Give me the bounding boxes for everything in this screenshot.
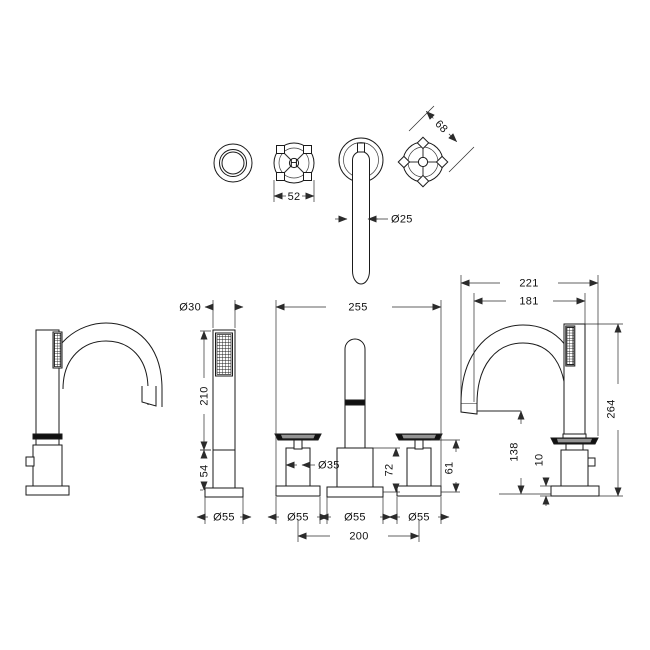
dimension-d35: Ø35: [285, 460, 340, 472]
front-handle-left: [275, 434, 321, 496]
dimension-label-255: 255: [348, 302, 367, 314]
cross-handle-hot: H: [274, 143, 314, 183]
dimension-255: 255: [275, 300, 442, 496]
dimension-264: 264: [585, 323, 623, 497]
dimension-chain-d55: Ø55 Ø55 Ø55 Ø55: [196, 497, 450, 524]
dimension-label-10: 10: [534, 454, 546, 467]
right-handset: [551, 324, 599, 496]
dimension-label-200: 200: [349, 531, 368, 543]
dimension-200: 200: [297, 520, 420, 543]
cross-handle-side-left: [275, 434, 321, 440]
dimension-label-181: 181: [519, 296, 538, 308]
dimension-label-52: 52: [288, 191, 301, 203]
left-side-elevation: [26, 323, 162, 495]
cross-handle-cold: [395, 134, 452, 191]
left-handset: [26, 330, 69, 495]
cross-handle-side-right: [396, 434, 442, 440]
dimension-label-72: 72: [384, 464, 396, 477]
dimension-label-264: 264: [606, 399, 618, 418]
dimension-221: 221: [460, 275, 599, 436]
dimension-181: 181: [473, 293, 586, 402]
dimension-label-d30: Ø30: [179, 302, 201, 314]
front-spout: [327, 339, 383, 497]
dimension-label-d55-1: Ø55: [213, 512, 235, 524]
dimension-label-54: 54: [199, 465, 211, 478]
plan-top-view: H: [214, 105, 475, 284]
dimension-138: 138: [477, 410, 551, 495]
dimension-label-61: 61: [444, 462, 456, 475]
dimension-210: 210: [199, 330, 211, 451]
front-elevation: Ø30 255 210 54: [179, 300, 460, 543]
handle-marking-hot: H: [290, 157, 298, 169]
dimension-label-210: 210: [199, 386, 211, 405]
blanking-plug: [214, 144, 252, 182]
front-handset: [205, 330, 243, 497]
right-side-elevation: 221 181 264 138: [460, 275, 623, 506]
dimension-d30: Ø30: [179, 300, 244, 328]
dimension-label-d55-2: Ø55: [287, 512, 309, 524]
dimension-10: 10: [534, 454, 551, 506]
dimension-72: 72: [373, 447, 400, 493]
dimension-54: 54: [199, 449, 211, 491]
dimension-61: 61: [431, 439, 460, 493]
dimension-52: 52: [273, 180, 315, 203]
dimension-d25: Ø25: [335, 214, 413, 226]
dimension-label-d25: Ø25: [391, 214, 413, 226]
dimension-label-138: 138: [509, 442, 521, 461]
dimension-label-d35: Ø35: [318, 460, 340, 472]
dimension-label-d55-3: Ø55: [344, 512, 366, 524]
spout-top-view: [339, 138, 383, 284]
dimension-label-221: 221: [519, 278, 538, 290]
dimension-label-d55-4: Ø55: [408, 512, 430, 524]
